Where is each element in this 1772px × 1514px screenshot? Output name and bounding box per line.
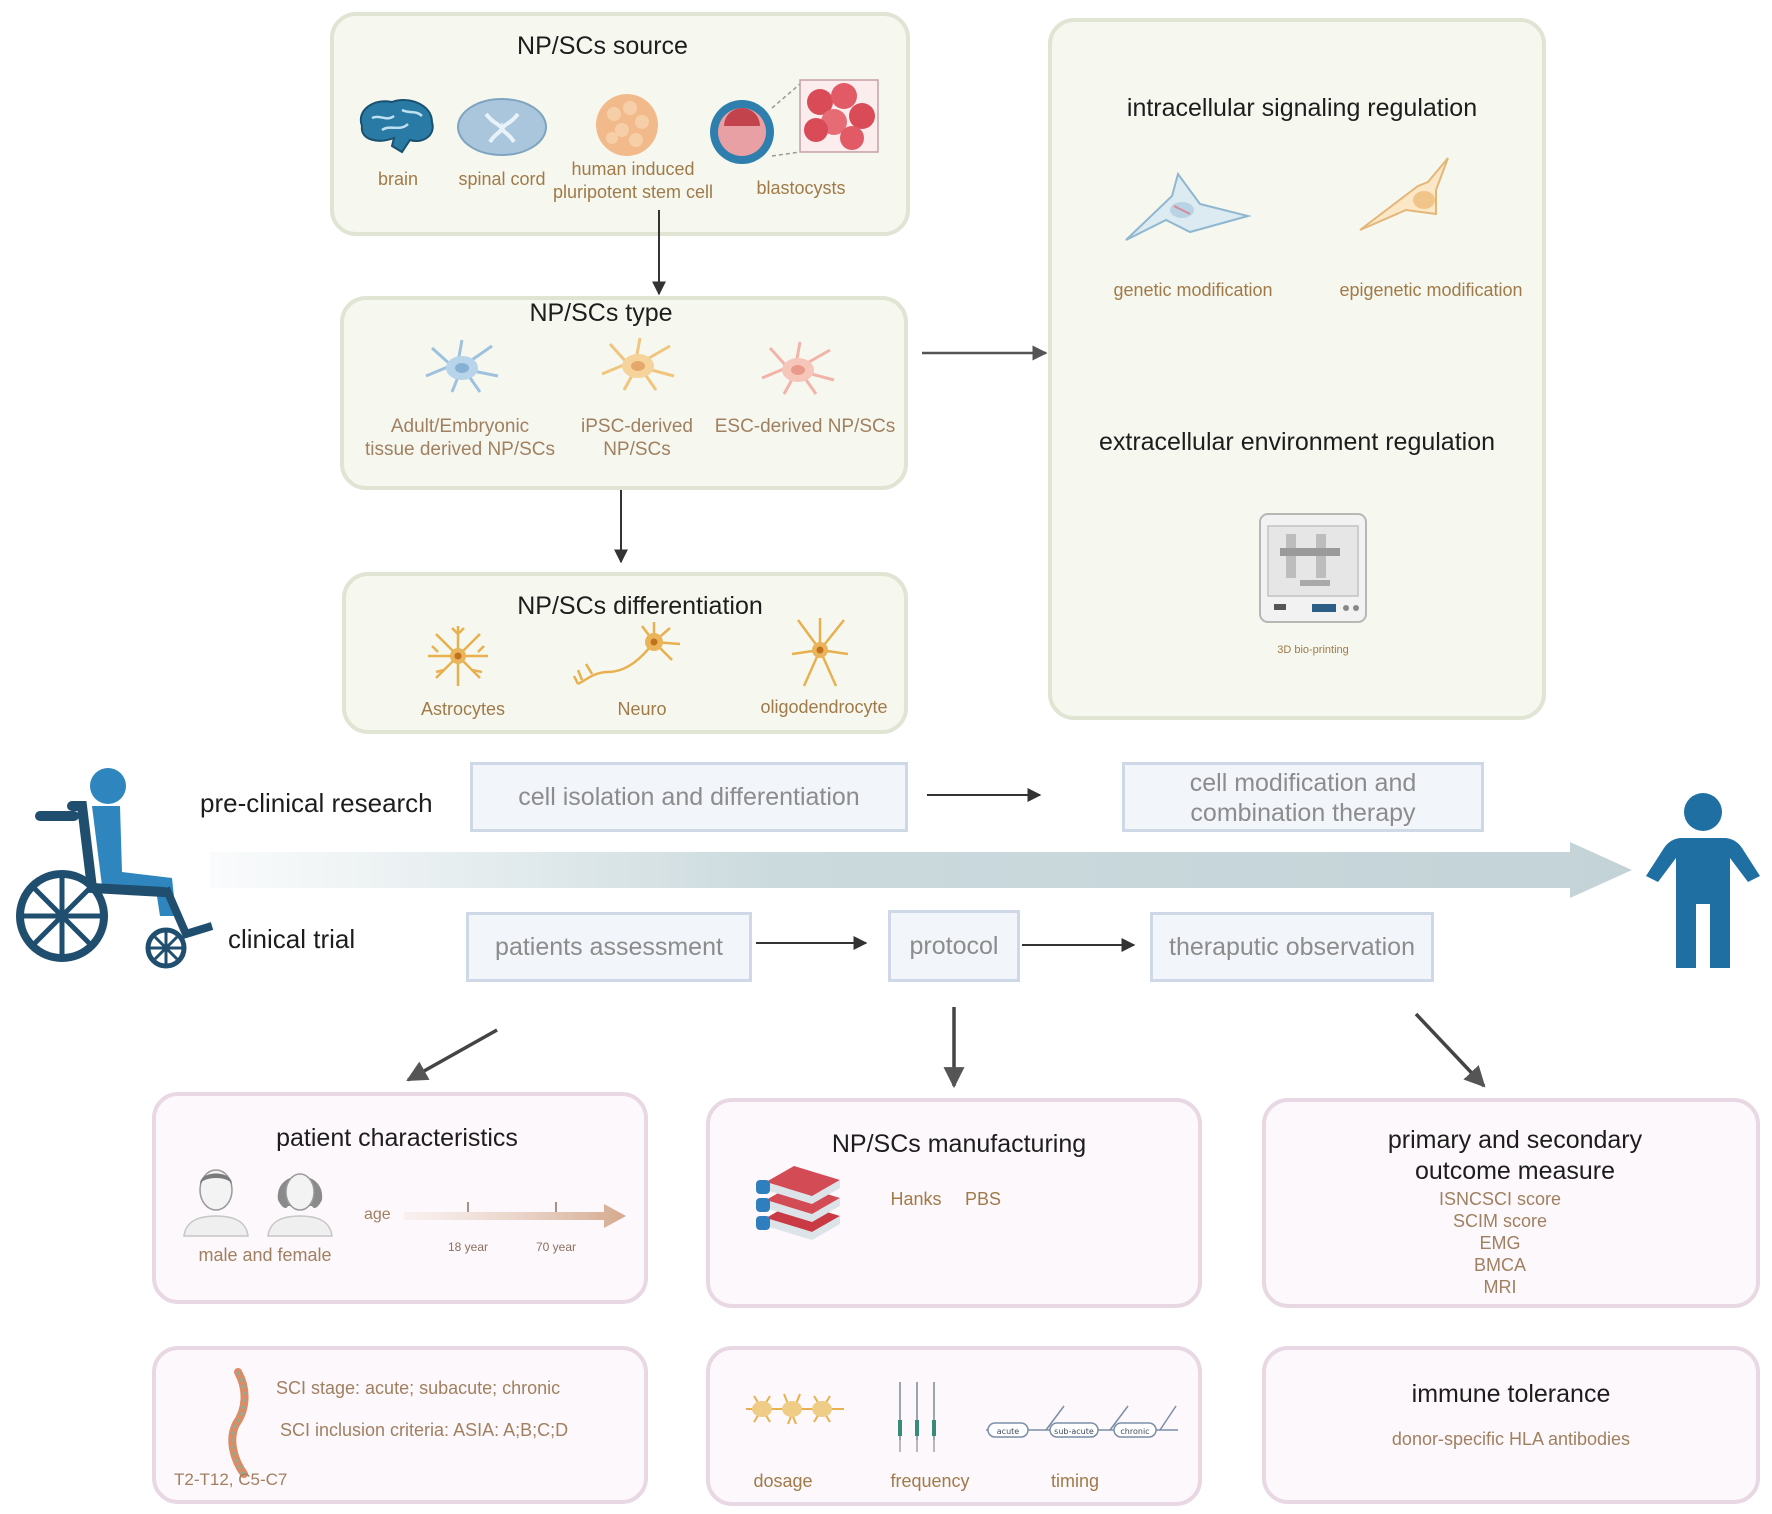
timing-label: timing [1050, 1471, 1099, 1491]
cell-isolation-box [470, 762, 908, 832]
cell-modification-box [1122, 762, 1484, 832]
sci-levels-text: T2-T12, C5-C7 [174, 1470, 288, 1489]
timing-chronic-label: chronic [1120, 1427, 1149, 1436]
age-70-label: 70 year [535, 1240, 577, 1254]
preclinical-label: pre-clinical research [200, 788, 433, 818]
culture-flask-icon [756, 1166, 840, 1240]
cell-modification-label-1: cell modification and [1189, 769, 1417, 797]
male-female-label: male and female [198, 1245, 332, 1265]
timing-acute-label: acute [997, 1427, 1020, 1436]
type-panel [340, 296, 908, 490]
age-label: age [364, 1206, 391, 1223]
patients-assessment-label: patients assessment [495, 933, 723, 961]
epigenetic-cell-icon [1359, 157, 1449, 231]
sci-criteria-text: SCI inclusion criteria: ASIA: A;B;C;D [280, 1420, 569, 1440]
patient-panel [152, 1092, 648, 1304]
manufacturing-title: NP/SCs manufacturing [831, 1130, 1087, 1158]
esc-nsc-icon [761, 341, 835, 395]
genetic-cell-icon [1125, 171, 1252, 241]
diff-neuro-label: Neuro [617, 699, 667, 719]
outcome-panel [1262, 1098, 1760, 1308]
timing-subacute-label: sub-acute [1054, 1427, 1094, 1436]
source-spinal-cord-label: spinal cord [458, 169, 546, 189]
female-face-icon [267, 1173, 333, 1237]
syringes-icon [898, 1382, 936, 1452]
age-18-label: 18 year [447, 1240, 489, 1254]
brain-icon [359, 99, 434, 154]
diff-oligo-label: oligodendrocyte [760, 697, 888, 717]
neuron-icon [572, 622, 681, 686]
sci-stage-text: SCI stage: acute; subacute; chronic [276, 1378, 561, 1398]
outcome-item: BMCA [1473, 1255, 1526, 1275]
genetic-label: genetic modification [1113, 280, 1273, 300]
intracellular-title: intracellular signaling regulation [1126, 94, 1478, 122]
source-brain-label: brain [377, 169, 419, 189]
dosage-label: dosage [753, 1471, 813, 1491]
observation-label: theraputic observation [1169, 933, 1415, 961]
hla-label: donor-specific HLA antibodies [1391, 1429, 1631, 1449]
outcome-item: SCIM score [1452, 1211, 1548, 1231]
source-ipsc-label-2: pluripotent stem cell [552, 182, 714, 202]
immune-title: immune tolerance [1411, 1380, 1611, 1408]
outcome-title-2: outcome measure [1414, 1157, 1616, 1185]
patient-title: patient characteristics [276, 1124, 518, 1152]
wheelchair-person-icon [16, 768, 214, 969]
type-title: NP/SCs type [529, 299, 673, 327]
protocol-label: protocol [909, 932, 999, 960]
type-ipsc-label-2: NP/SCs [603, 439, 671, 460]
ipsc-nsc-icon [601, 337, 675, 391]
frequency-label: frequency [890, 1471, 970, 1491]
source-ipsc-label-1: human induced [571, 159, 695, 179]
outcome-title-1: primary and secondary [1387, 1126, 1643, 1154]
bioprinter-icon [1259, 513, 1367, 623]
blastocyst-icon [710, 79, 879, 164]
outcome-item: ISNCSCI score [1438, 1189, 1562, 1209]
diff-astro-label: Astrocytes [420, 699, 506, 719]
type-esc-label: ESC-derived NP/SCs [714, 416, 896, 437]
extracellular-title: extracellular environment regulation [1098, 428, 1496, 456]
hanks-label: Hanks [890, 1189, 942, 1209]
cell-modification-label-2: combination therapy [1190, 799, 1416, 827]
outcome-item: MRI [1483, 1277, 1517, 1297]
spine-icon [228, 1368, 249, 1478]
adult-nsc-icon [425, 339, 499, 393]
dosage-cells-icon [746, 1393, 844, 1425]
observation-box [1150, 912, 1434, 982]
type-adult-label-1: Adult/Embryonic [390, 416, 530, 437]
immune-panel [1262, 1346, 1760, 1504]
type-ipsc-label-1: iPSC-derived [581, 416, 693, 437]
clinical-label: clinical trial [228, 924, 356, 954]
timing-timeline: acute sub-acute chronic [986, 1405, 1178, 1438]
type-adult-label-2: tissue derived NP/SCs [364, 439, 556, 460]
outcome-item: EMG [1479, 1233, 1521, 1253]
oligodendrocyte-icon [791, 618, 849, 687]
source-blastocysts-label: blastocysts [756, 178, 846, 198]
standing-person-icon [1646, 793, 1760, 968]
epigenetic-label: epigenetic modification [1339, 280, 1523, 300]
bioprint-label: 3D bio-printing [1277, 644, 1349, 656]
astrocyte-icon [428, 626, 488, 686]
protocol-box [888, 910, 1020, 982]
ipsc-icon [596, 94, 658, 156]
cell-isolation-label: cell isolation and differentiation [518, 783, 860, 811]
age-arrow [404, 1202, 626, 1228]
patients-assessment-box [466, 912, 752, 982]
differentiation-title: NP/SCs differentiation [517, 592, 763, 620]
source-title: NP/SCs source [517, 32, 688, 60]
spinal-cord-icon [457, 98, 547, 156]
male-face-icon [183, 1169, 249, 1237]
pbs-label: PBS [964, 1189, 1002, 1209]
